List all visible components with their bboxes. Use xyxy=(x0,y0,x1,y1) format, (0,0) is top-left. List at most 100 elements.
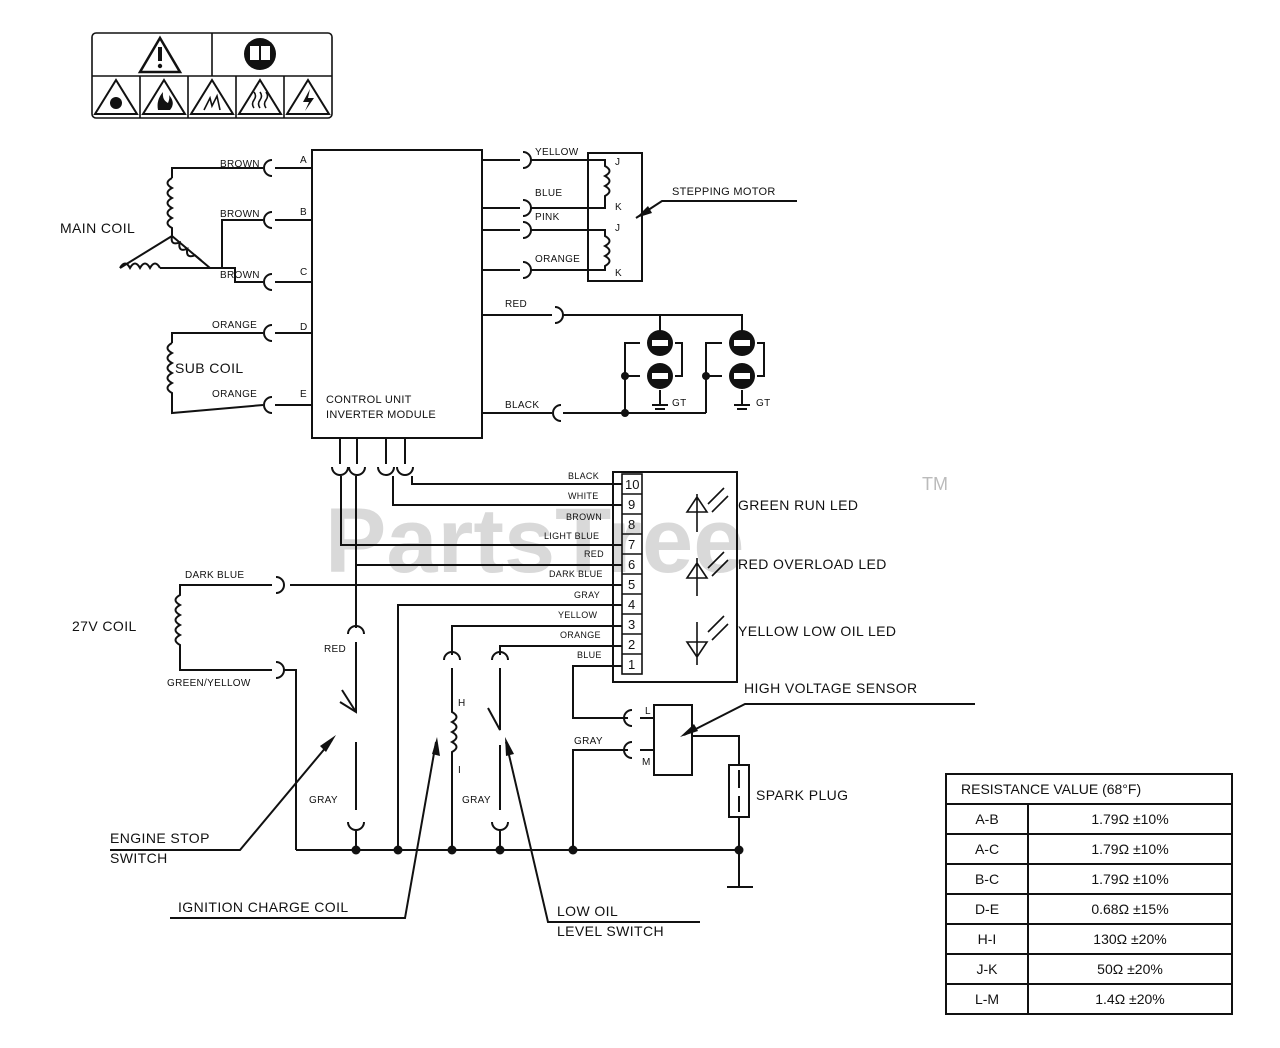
res-value: 1.79Ω ±10% xyxy=(1027,833,1233,865)
res-value: 1.79Ω ±10% xyxy=(1027,863,1233,895)
connector-pin-4: 4 xyxy=(628,597,635,612)
red-overload-led-symbol xyxy=(685,551,729,596)
sub-coil: SUB COIL ORANGE ORANGE xyxy=(166,320,312,415)
spark-icon xyxy=(189,78,235,115)
main-coil-label: MAIN COIL xyxy=(60,220,135,236)
pin-wire-orange: ORANGE xyxy=(560,630,601,640)
pin-wire-blue: BLUE xyxy=(577,650,602,660)
connector-pin-10: 10 xyxy=(625,477,639,492)
pin-wire-light-blue: LIGHT BLUE xyxy=(544,531,599,541)
gt-outlets: RED BLACK GT GT xyxy=(482,299,771,422)
res-pair: A-C xyxy=(945,833,1029,865)
wire-orange-e: ORANGE xyxy=(212,389,257,400)
coil-27v: 27V COIL DARK BLUE GREEN/YELLOW xyxy=(72,570,622,850)
connector-pin-3: 3 xyxy=(628,617,635,632)
module-pin-e: E xyxy=(300,389,307,400)
safety-icon-panel xyxy=(91,32,333,119)
res-pair: A-B xyxy=(945,803,1029,835)
sensor-pin-l: L xyxy=(645,706,651,717)
res-pair: D-E xyxy=(945,893,1029,925)
gray-wire-pin4 xyxy=(397,604,622,850)
pin-wire-red: RED xyxy=(584,549,604,559)
coil-h-label: H xyxy=(458,698,466,709)
pin-wire-brown: BROWN xyxy=(566,512,602,522)
module-pin-a: A xyxy=(300,155,307,166)
ignition-coil-label: IGNITION CHARGE COIL xyxy=(178,899,349,915)
low-oil-switch: GRAY LOW OIL LEVEL SWITCH xyxy=(462,645,700,939)
wire-gray-sensor: GRAY xyxy=(574,736,603,747)
ground-bus xyxy=(296,845,744,855)
motor-k1: K xyxy=(615,202,622,213)
connector-pin-2: 2 xyxy=(628,637,635,652)
coil-i-label: I xyxy=(458,765,461,776)
fire-icon xyxy=(141,78,187,115)
res-pair: L-M xyxy=(945,983,1029,1015)
pin-wire-black: BLACK xyxy=(568,471,599,481)
module-bottom-wires xyxy=(331,438,622,628)
led-connector: 10 9 8 7 6 5 4 3 2 1 BLACK WHITE BROWN L… xyxy=(544,471,896,683)
gt-receptacle-1 xyxy=(647,330,673,410)
wire-green-yellow: GREEN/YELLOW xyxy=(167,678,251,689)
pin-wire-gray: GRAY xyxy=(574,590,600,600)
resistance-table-title: RESISTANCE VALUE (68°F) xyxy=(945,773,1233,805)
wire-orange-d: ORANGE xyxy=(212,320,257,331)
sensor-pin-m: M xyxy=(642,757,651,768)
stepping-motor-label: STEPPING MOTOR xyxy=(672,186,776,198)
hot-surface-icon xyxy=(237,78,283,115)
manual-icon xyxy=(244,38,276,70)
gt-label-2: GT xyxy=(756,398,771,409)
inverter-module: CONTROL UNIT INVERTER MODULE A B C D E xyxy=(300,149,483,439)
connector-pin-5: 5 xyxy=(628,577,635,592)
wire-brown-a: BROWN xyxy=(220,159,260,170)
res-value: 130Ω ±20% xyxy=(1027,923,1233,955)
wire-gray-oil: GRAY xyxy=(462,795,491,806)
stepping-motor: YELLOW BLUE PINK ORANGE J K J K STEPPING… xyxy=(482,147,797,282)
low-oil-label-line1: LOW OIL xyxy=(557,903,618,919)
engine-stop-label-line2: SWITCH xyxy=(110,850,168,866)
connector-pin-9: 9 xyxy=(628,497,635,512)
high-voltage-sensor: L M GRAY HIGH VOLTAGE SENSOR SPARK PLUG xyxy=(572,665,975,888)
watermark: PartsTree xyxy=(325,490,744,592)
wire-brown-b: BROWN xyxy=(220,209,260,220)
green-run-led-symbol xyxy=(685,487,729,532)
res-pair: B-C xyxy=(945,863,1029,895)
res-value: 1.79Ω ±10% xyxy=(1027,803,1233,835)
res-pair: J-K xyxy=(945,953,1029,985)
coil-27v-label: 27V COIL xyxy=(72,618,137,634)
wire-brown-c: BROWN xyxy=(220,270,260,281)
connector-pin-7: 7 xyxy=(628,537,635,552)
gt-label-1: GT xyxy=(672,398,687,409)
wire-red-top: RED xyxy=(505,299,527,310)
shock-icon xyxy=(285,78,331,115)
connector-pin-6: 6 xyxy=(628,557,635,572)
motor-k2: K xyxy=(615,268,622,279)
sub-coil-label: SUB COIL xyxy=(175,360,244,376)
wire-dark-blue-coil: DARK BLUE xyxy=(185,570,244,581)
pin-wire-dark-blue: DARK BLUE xyxy=(549,569,603,579)
module-pin-d: D xyxy=(300,322,308,333)
yellow-low-oil-led-label: YELLOW LOW OIL LED xyxy=(738,623,896,639)
yellow-low-oil-led-symbol xyxy=(685,615,729,665)
high-voltage-sensor-label: HIGH VOLTAGE SENSOR xyxy=(744,680,918,696)
red-overload-led-label: RED OVERLOAD LED xyxy=(738,556,887,572)
connector-pin-1: 1 xyxy=(628,657,635,672)
wire-red-switch: RED xyxy=(324,644,346,655)
spark-plug xyxy=(727,764,753,888)
explosion-icon xyxy=(93,78,139,115)
spark-plug-label: SPARK PLUG xyxy=(756,787,848,803)
motor-j1: J xyxy=(615,157,620,168)
wire-gray-switch: GRAY xyxy=(309,795,338,806)
gt-receptacle-2 xyxy=(729,330,755,410)
wire-pink-motor: PINK xyxy=(535,212,560,223)
wire-orange-motor: ORANGE xyxy=(535,254,580,265)
main-coil: MAIN COIL BROWN BROWN BROWN xyxy=(60,159,312,291)
engine-stop-switch: RED GRAY ENGINE STOP SWITCH xyxy=(110,625,365,866)
module-label-line2: INVERTER MODULE xyxy=(326,409,436,421)
